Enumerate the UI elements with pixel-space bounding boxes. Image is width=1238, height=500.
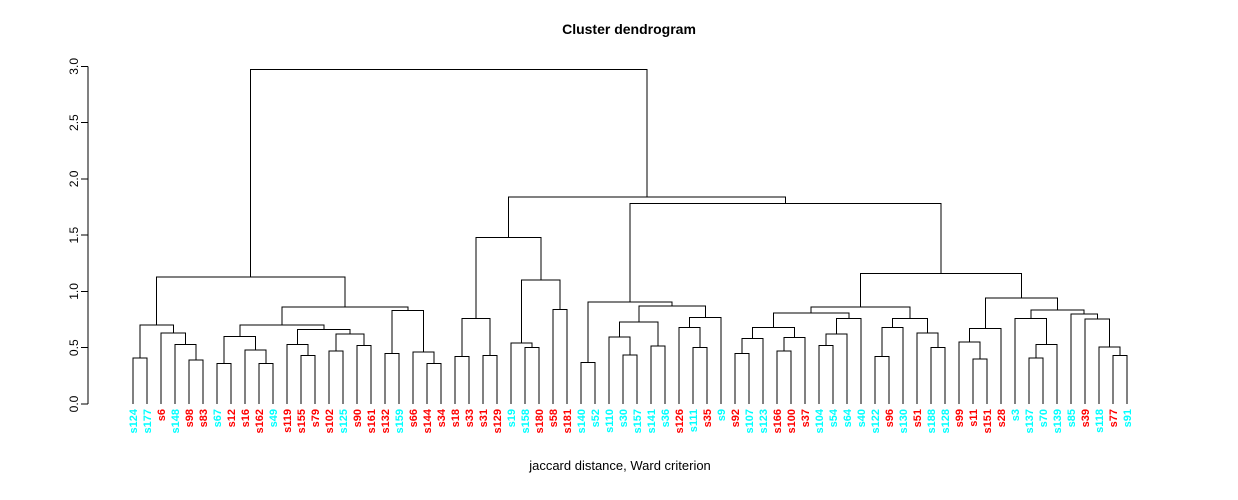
leaf-label: s110: [604, 409, 616, 433]
x-axis-caption: jaccard distance, Ward criterion: [529, 458, 711, 473]
leaf-label: s91: [1122, 409, 1134, 427]
y-axis: [81, 65, 89, 405]
leaf-label: s70: [1038, 409, 1050, 427]
leaf-label: s79: [310, 409, 322, 427]
leaf-label: s90: [352, 409, 364, 427]
y-tick-label: 3.0: [67, 58, 81, 75]
leaf-label: s58: [548, 409, 560, 427]
leaf-label: s37: [800, 409, 812, 427]
y-tick-label: 2.0: [67, 170, 81, 187]
leaf-label: s141: [646, 409, 658, 433]
leaf-label: s67: [212, 409, 224, 427]
leaf-label: s3: [1010, 409, 1022, 421]
leaf-label: s111: [688, 409, 700, 432]
leaf-label: s180: [534, 409, 546, 433]
leaf-label: s66: [408, 409, 420, 427]
leaf-label: s158: [520, 409, 532, 433]
leaf-label: s107: [744, 409, 756, 433]
y-tick-label: 0.5: [67, 339, 81, 356]
leaf-label: s18: [450, 409, 462, 427]
leaf-label: s9: [716, 409, 728, 421]
leaf-label: s6: [156, 409, 168, 421]
y-tick-label: 1.0: [67, 283, 81, 300]
leaf-label: s157: [632, 409, 644, 433]
leaf-label: s188: [926, 409, 938, 433]
chart-title: Cluster dendrogram: [562, 21, 696, 37]
leaf-label: s161: [366, 409, 378, 433]
leaf-label: s28: [996, 409, 1008, 427]
leaf-label: s33: [464, 409, 476, 427]
leaf-label: s151: [982, 409, 994, 433]
leaf-label: s130: [898, 409, 910, 433]
leaf-label: s51: [912, 409, 924, 427]
leaf-label: s40: [856, 409, 868, 427]
leaf-label: s104: [814, 408, 826, 433]
leaf-label: s177: [142, 409, 154, 433]
leaf-label: s181: [562, 409, 574, 433]
leaf-label: s137: [1024, 409, 1036, 433]
leaf-label: s129: [492, 409, 504, 433]
leaf-label: s102: [324, 409, 336, 433]
leaf-label: s64: [842, 408, 854, 427]
y-tick-label: 2.5: [67, 114, 81, 131]
leaf-label: s144: [422, 408, 434, 433]
leaf-label: s85: [1066, 409, 1078, 427]
leaf-label: s132: [380, 409, 392, 433]
dendrogram-links: [132, 69, 1128, 404]
leaf-label: s83: [198, 409, 210, 427]
leaf-label: s125: [338, 409, 350, 433]
leaf-label: s140: [576, 409, 588, 433]
leaf-label: s31: [478, 409, 490, 427]
leaf-label: s49: [268, 409, 280, 427]
leaf-label: s166: [772, 409, 784, 433]
leaf-label: s34: [436, 408, 448, 427]
leaf-label: s162: [254, 409, 266, 433]
leaf-label: s100: [786, 409, 798, 433]
leaf-label: s159: [394, 409, 406, 433]
leaf-label: s54: [828, 408, 840, 427]
y-tick-label: 1.5: [67, 227, 81, 244]
leaf-label: s139: [1052, 409, 1064, 433]
leaf-label: s98: [184, 409, 196, 427]
leaf-label: s118: [1094, 409, 1106, 433]
leaf-label: s155: [296, 409, 308, 433]
leaf-label: s16: [240, 409, 252, 427]
leaf-label: s52: [590, 409, 602, 427]
leaf-label: s99: [954, 409, 966, 427]
leaf-label: s30: [618, 409, 630, 427]
leaf-label: s126: [674, 409, 686, 433]
leaf-label: s128: [940, 409, 952, 433]
leaf-label: s92: [730, 409, 742, 427]
leaf-label: s35: [702, 409, 714, 427]
leaf-label: s122: [870, 409, 882, 433]
leaf-label: s123: [758, 409, 770, 433]
leaf-label: s11: [968, 409, 980, 427]
leaf-label: s39: [1080, 409, 1092, 427]
y-tick-label: 0.0: [67, 395, 81, 412]
leaf-label: s96: [884, 409, 896, 427]
leaf-label: s119: [282, 409, 294, 433]
leaf-label: s124: [128, 408, 140, 433]
leaf-label: s12: [226, 409, 238, 427]
leaf-label: s148: [170, 409, 182, 433]
leaf-label: s19: [506, 409, 518, 427]
leaf-label: s77: [1108, 409, 1120, 427]
leaf-label: s36: [660, 409, 672, 427]
